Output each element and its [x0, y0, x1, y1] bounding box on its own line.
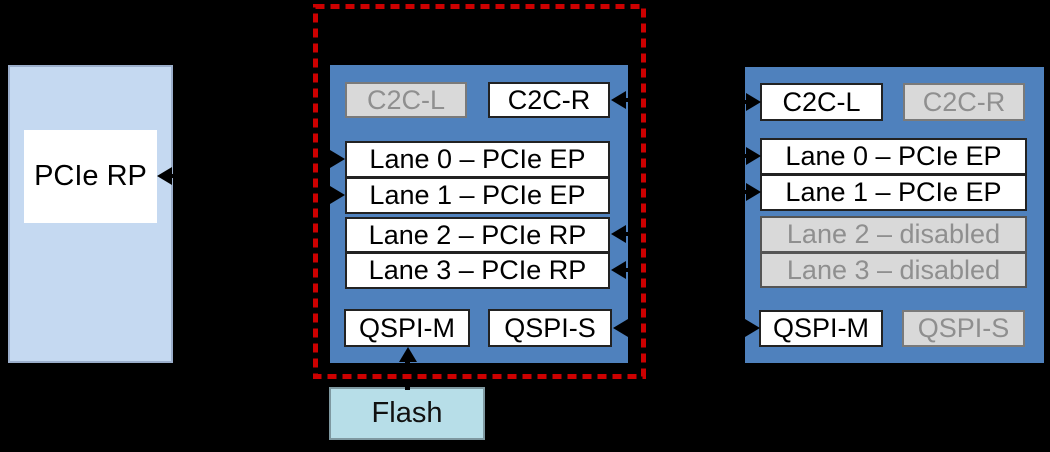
- lane-row: Lane 0 – PCIe EP: [760, 138, 1027, 175]
- lane-row: Lane 3 – PCIe RP: [345, 252, 610, 289]
- host-link-arrow-icon: [157, 167, 186, 185]
- lane2-in-arrow-icon: [611, 225, 640, 243]
- lane1-in-arrow-icon: [733, 183, 761, 201]
- qspi-s-box: QSPI-S: [902, 310, 1025, 347]
- lane0-in-arrow-icon: [733, 147, 761, 165]
- lane0-in-arrow-icon: [317, 150, 345, 168]
- c2c-link-arrow-icon: [611, 91, 640, 109]
- qspi-m-box: QSPI-M: [759, 310, 883, 347]
- qspi-s-in-arrow-icon: [613, 319, 642, 337]
- lane3-in-arrow-icon: [611, 261, 640, 279]
- lane-row: Lane 1 – PCIe EP: [345, 177, 610, 214]
- c2c-l-in-arrow-icon: [733, 93, 761, 111]
- qspi-m-box: QSPI-M: [344, 309, 470, 347]
- c2c-r-box: C2C-R: [903, 83, 1025, 121]
- selected-device-outline: [313, 4, 646, 379]
- qspi-m-in-arrow-icon: [732, 319, 760, 337]
- c2c-l-box: C2C-L: [760, 83, 883, 121]
- lane-row: Lane 2 – PCIe RP: [345, 217, 610, 253]
- lane1-in-arrow-icon: [317, 186, 345, 204]
- flash-block: Flash: [329, 387, 485, 440]
- lane-row: Lane 3 – disabled: [760, 252, 1027, 288]
- qspi-s-box: QSPI-S: [488, 309, 612, 347]
- c2c-r-box: C2C-R: [488, 82, 610, 118]
- host-pcie-rp-box: PCIe RP: [24, 130, 157, 223]
- lane-row: Lane 1 – PCIe EP: [760, 174, 1027, 211]
- c2c-l-box: C2C-L: [345, 82, 467, 118]
- lane-row: Lane 2 – disabled: [760, 216, 1027, 253]
